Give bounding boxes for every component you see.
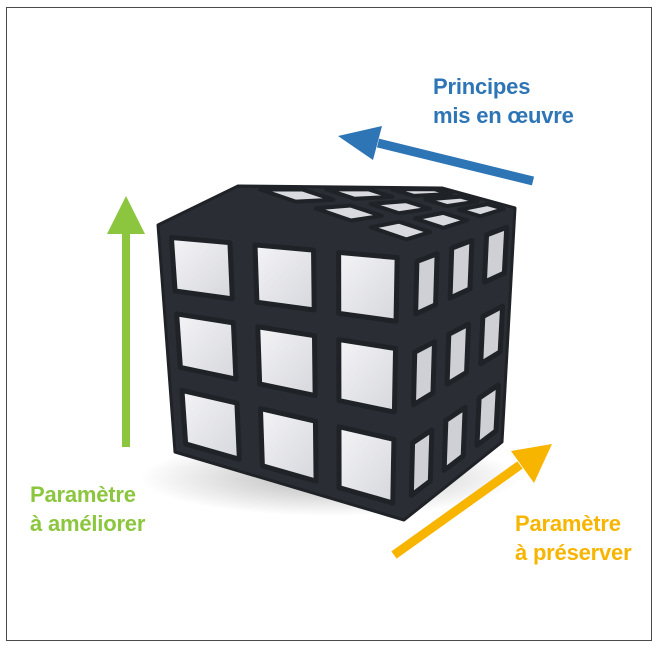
cube-top-facelet bbox=[412, 210, 469, 230]
cube-front-facelet bbox=[255, 324, 318, 399]
rubiks-cube-icon bbox=[156, 184, 517, 522]
cube-front-facelet bbox=[336, 337, 399, 415]
cube-front-facelet bbox=[336, 424, 397, 506]
cube-top-facelet bbox=[368, 199, 432, 216]
cube-top-facelet bbox=[423, 194, 480, 209]
principles-label-line2: mis en œuvre bbox=[433, 103, 574, 128]
cube-front-facelet bbox=[174, 311, 239, 382]
cube-top-facelet bbox=[313, 203, 384, 223]
cube-right-facelet bbox=[410, 339, 437, 408]
cube-right-facelet bbox=[441, 404, 468, 473]
cube-right-facelet bbox=[481, 224, 510, 285]
improve-label-line1: Paramètre bbox=[30, 482, 136, 507]
cube-right-facelet bbox=[444, 321, 472, 387]
cube-right-facelet bbox=[408, 427, 435, 498]
preserve-label-line1: Paramètre bbox=[515, 511, 621, 536]
preserve-label: Paramètre à préserver bbox=[515, 509, 632, 567]
cube-top-facelet bbox=[368, 219, 433, 242]
cube-right-facelet bbox=[447, 237, 475, 301]
cube-front-facelet bbox=[179, 387, 242, 462]
improve-label: Paramètre à améliorer bbox=[30, 480, 145, 538]
cube-top-facelet bbox=[390, 187, 454, 198]
cube-right-facelet bbox=[413, 251, 440, 317]
cube-front-facelet bbox=[168, 234, 235, 302]
cube-top-facelet bbox=[324, 187, 395, 201]
arrow-left-icon bbox=[338, 126, 535, 186]
cube-top-facelet bbox=[456, 202, 506, 219]
principles-label-line1: Principes bbox=[433, 74, 531, 99]
cube-right-facelet bbox=[474, 382, 501, 448]
cube-right-facelet bbox=[478, 303, 506, 367]
arrow-up-icon bbox=[107, 196, 145, 447]
cube-front-facelet bbox=[252, 242, 317, 313]
cube-front-facelet bbox=[257, 406, 319, 484]
preserve-label-line2: à préserver bbox=[515, 540, 632, 565]
principles-label: Principes mis en œuvre bbox=[433, 72, 574, 130]
improve-label-line2: à améliorer bbox=[30, 511, 146, 536]
cube-front-facelet bbox=[336, 249, 400, 324]
cube-top-facelet bbox=[258, 187, 336, 204]
arrow-up-right-icon bbox=[391, 444, 552, 559]
